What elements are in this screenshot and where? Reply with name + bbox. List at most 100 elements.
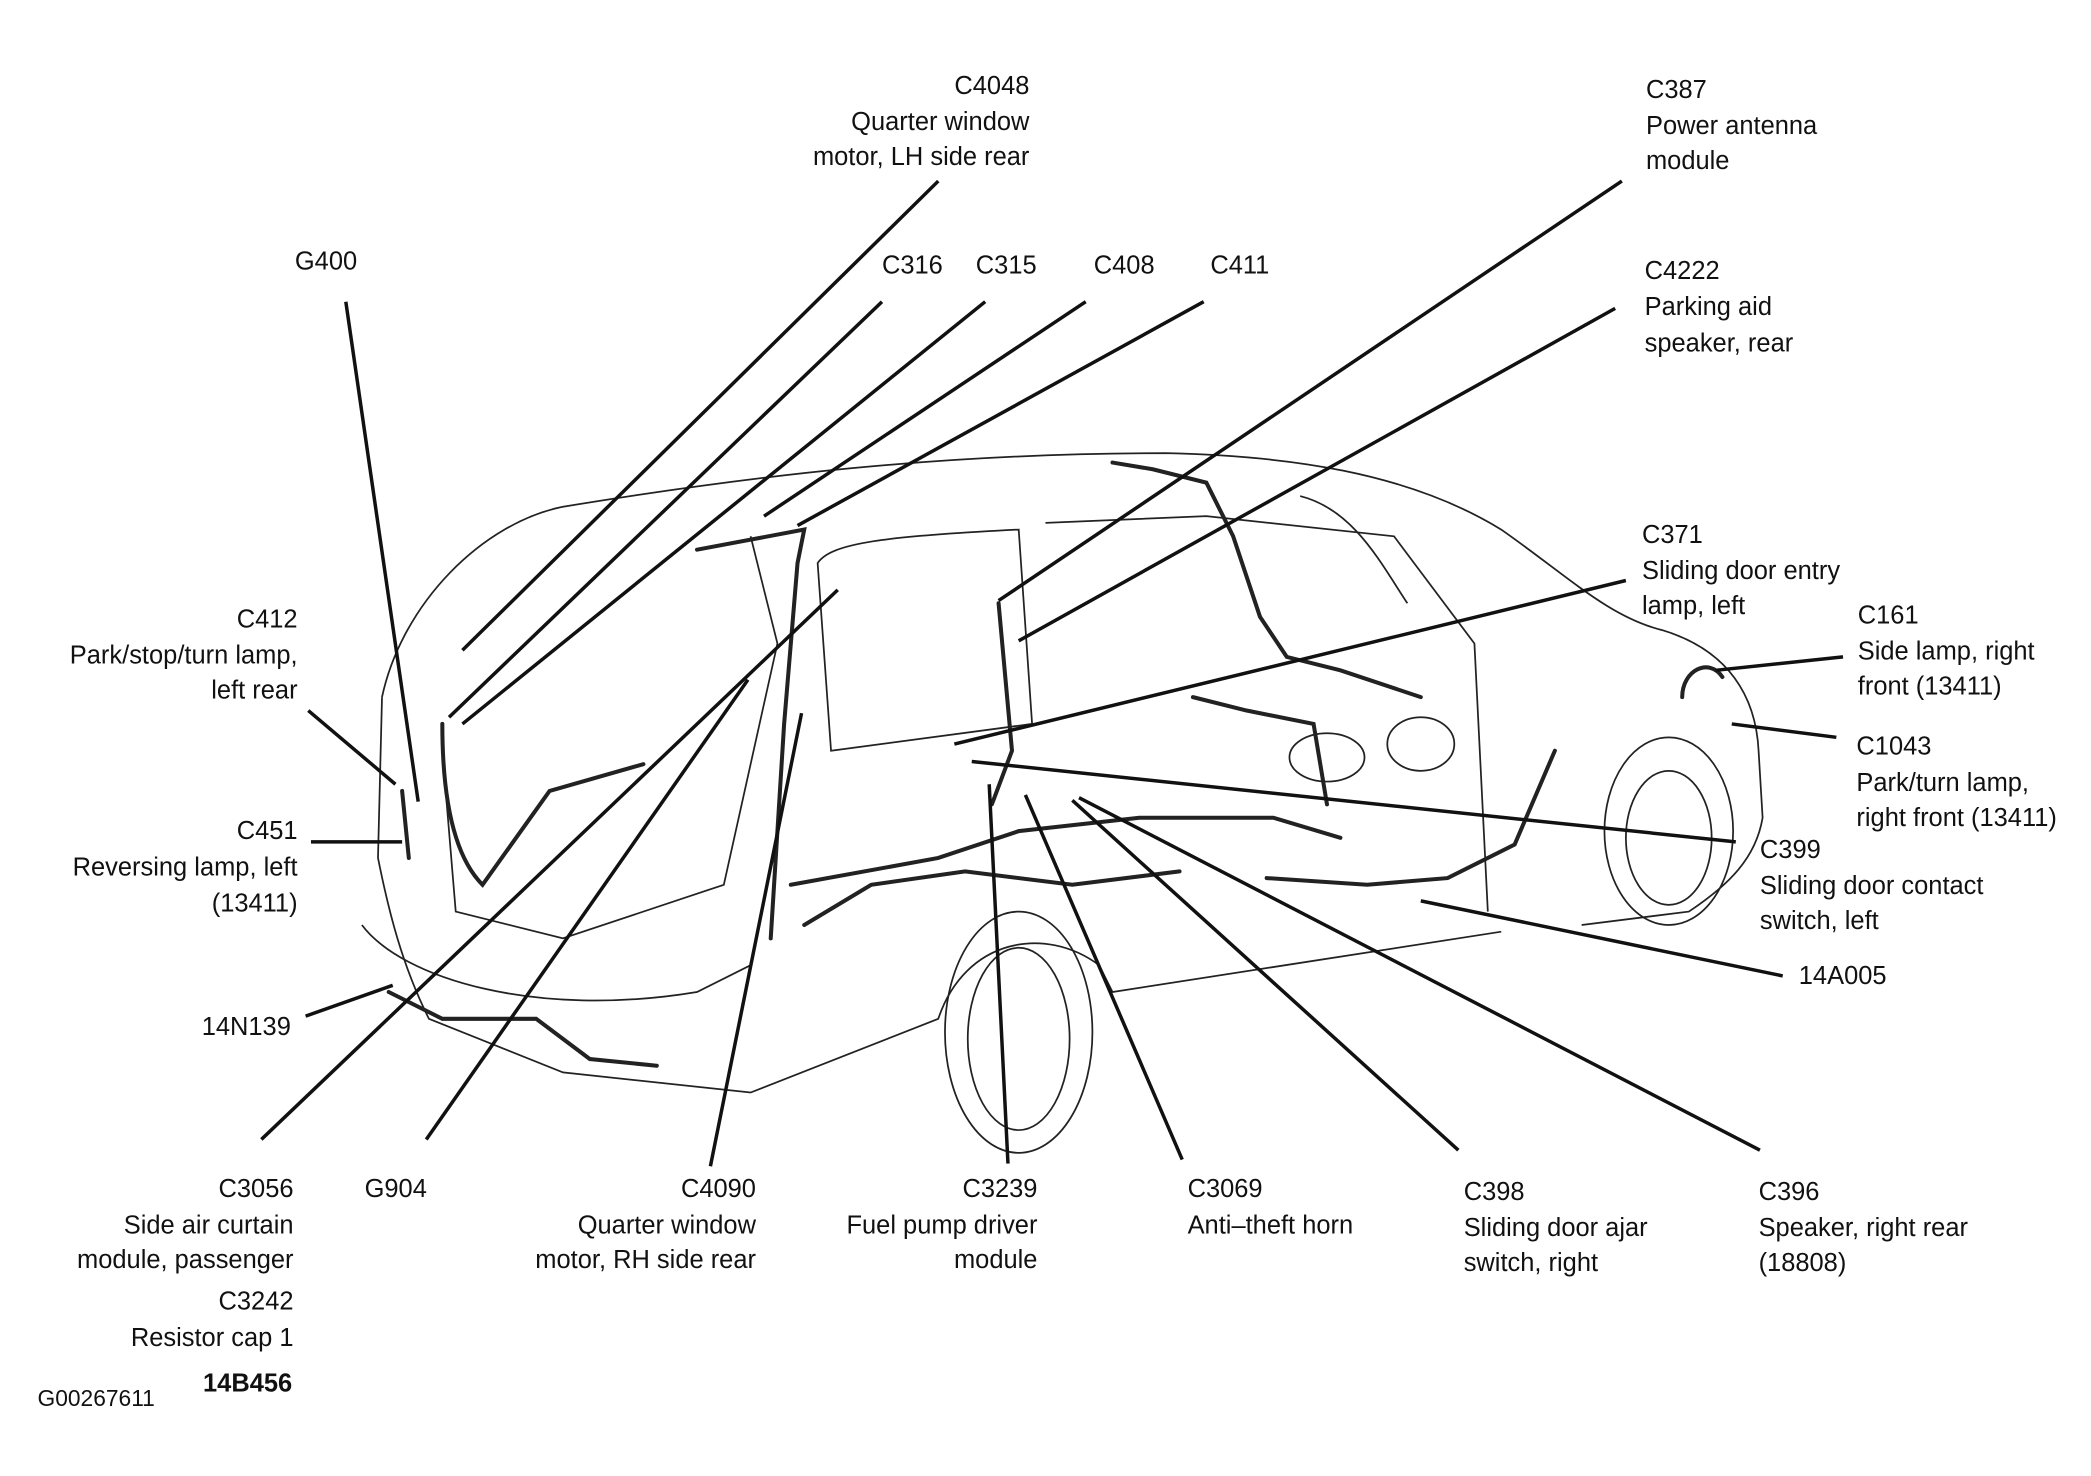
leader-C398 xyxy=(1071,799,1460,1152)
leader-C411 xyxy=(796,300,1205,528)
svg-text:C4048: C4048 xyxy=(954,72,1029,100)
leader-C3069 xyxy=(1023,794,1184,1161)
svg-text:Side air curtain: Side air curtain xyxy=(124,1211,294,1239)
svg-text:switch, left: switch, left xyxy=(1760,907,1879,935)
svg-text:Sliding door entry: Sliding door entry xyxy=(1642,557,1840,585)
svg-text:Reversing lamp, left: Reversing lamp, left xyxy=(73,853,298,881)
leader-C161 xyxy=(1715,655,1844,673)
svg-text:C3242: C3242 xyxy=(219,1288,294,1316)
svg-text:switch, right: switch, right xyxy=(1464,1249,1598,1277)
leader-G904 xyxy=(424,678,750,1141)
leader-C4048 xyxy=(461,179,940,652)
svg-text:(13411): (13411) xyxy=(212,890,298,918)
leader-G400 xyxy=(344,301,420,802)
svg-text:speaker, rear: speaker, rear xyxy=(1645,329,1794,357)
svg-text:Sliding door contact: Sliding door contact xyxy=(1760,872,1984,900)
svg-text:Quarter window: Quarter window xyxy=(578,1211,757,1239)
svg-text:left rear: left rear xyxy=(211,676,298,704)
vehicle-outline xyxy=(361,452,1764,1154)
svg-text:Resistor cap 1: Resistor cap 1 xyxy=(131,1324,294,1352)
label-14N139: 14N139 xyxy=(202,1013,291,1041)
svg-text:C4090: C4090 xyxy=(681,1175,756,1203)
svg-text:C396: C396 xyxy=(1759,1178,1820,1206)
svg-text:module, passenger: module, passenger xyxy=(77,1246,294,1274)
svg-text:motor, RH side rear: motor, RH side rear xyxy=(535,1246,756,1274)
figure-id: G00267611 xyxy=(38,1385,155,1411)
label-14A005: 14A005 xyxy=(1799,962,1887,990)
svg-text:C387: C387 xyxy=(1646,76,1707,104)
leader-14A005 xyxy=(1420,899,1784,978)
leader-C396 xyxy=(1078,796,1761,1152)
svg-text:Park/turn lamp,: Park/turn lamp, xyxy=(1856,769,2029,797)
svg-text:Fuel pump driver: Fuel pump driver xyxy=(846,1211,1037,1239)
leader-C316 xyxy=(447,300,884,719)
leader-C399 xyxy=(971,759,1736,844)
leader-C1043 xyxy=(1731,722,1837,740)
svg-text:Side lamp, right: Side lamp, right xyxy=(1858,638,2035,666)
leader-C387 xyxy=(997,179,1623,603)
svg-text:Park/stop/turn lamp,: Park/stop/turn lamp, xyxy=(70,642,298,670)
label-C316: C316 xyxy=(882,252,943,280)
label-C315: C315 xyxy=(976,252,1037,280)
label-C411: C411 xyxy=(1210,252,1269,280)
svg-text:Speaker, right rear: Speaker, right rear xyxy=(1759,1214,1969,1242)
wiring-harness xyxy=(386,460,1725,1068)
label-G904: G904 xyxy=(365,1175,427,1203)
leader-C3056 xyxy=(260,588,839,1141)
svg-text:lamp, left: lamp, left xyxy=(1642,592,1745,620)
svg-text:C451: C451 xyxy=(237,817,298,845)
label-G400: G400 xyxy=(295,248,357,276)
svg-text:motor, LH side rear: motor, LH side rear xyxy=(813,143,1030,171)
svg-text:C161: C161 xyxy=(1858,601,1919,629)
svg-text:Quarter window: Quarter window xyxy=(851,108,1030,136)
svg-text:(18808): (18808) xyxy=(1759,1249,1847,1277)
leader-C3239 xyxy=(987,784,1010,1164)
svg-text:C4222: C4222 xyxy=(1645,257,1720,285)
svg-text:right front (13411): right front (13411) xyxy=(1856,804,2056,832)
svg-text:C3056: C3056 xyxy=(219,1175,294,1203)
label-14B456: 14B456 xyxy=(203,1369,292,1397)
svg-text:Anti–theft horn: Anti–theft horn xyxy=(1188,1211,1354,1239)
svg-text:module: module xyxy=(1646,147,1729,175)
svg-text:C398: C398 xyxy=(1464,1178,1525,1206)
label-C408: C408 xyxy=(1094,252,1155,280)
svg-text:C1043: C1043 xyxy=(1856,733,1931,761)
leader-C4090 xyxy=(708,712,804,1167)
leader-C371 xyxy=(953,578,1627,746)
leader-C4222 xyxy=(1017,306,1617,643)
svg-text:C412: C412 xyxy=(237,605,298,633)
svg-text:front (13411): front (13411) xyxy=(1858,672,2002,700)
svg-text:C3239: C3239 xyxy=(962,1175,1037,1203)
svg-text:module: module xyxy=(954,1246,1037,1274)
leader-C408 xyxy=(763,300,1087,518)
leader-C412 xyxy=(307,709,397,786)
svg-text:Power antenna: Power antenna xyxy=(1646,112,1818,140)
svg-text:C399: C399 xyxy=(1760,836,1821,864)
svg-text:Parking aid: Parking aid xyxy=(1645,293,1772,321)
leader-14N139 xyxy=(305,983,394,1018)
leader-C315 xyxy=(461,300,987,726)
svg-text:Sliding door ajar: Sliding door ajar xyxy=(1464,1214,1648,1242)
leader-lines xyxy=(260,179,1844,1167)
svg-text:C3069: C3069 xyxy=(1188,1175,1263,1203)
svg-text:C371: C371 xyxy=(1642,521,1703,549)
